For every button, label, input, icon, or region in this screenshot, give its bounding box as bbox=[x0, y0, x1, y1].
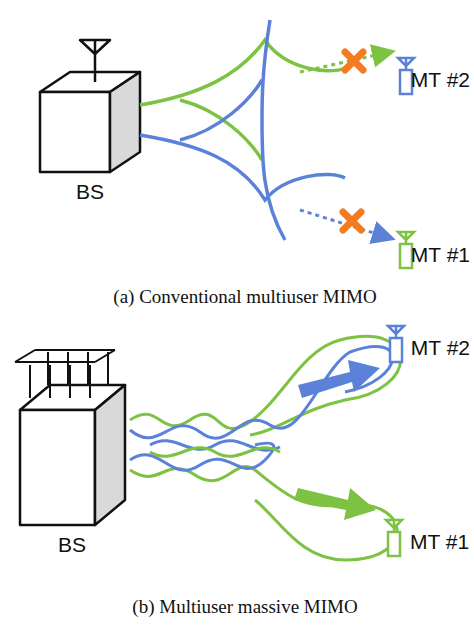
beam bbox=[150, 448, 280, 457]
beam bbox=[140, 40, 345, 105]
beam bbox=[130, 346, 393, 438]
station-label: BS bbox=[58, 533, 86, 557]
base-station bbox=[40, 40, 140, 172]
terminal bbox=[386, 326, 404, 556]
blocked-mark bbox=[343, 52, 363, 230]
terminal-label: MT #2 bbox=[411, 68, 470, 92]
beam bbox=[130, 336, 401, 435]
caption: (a) Conventional multiuser MIMO bbox=[113, 286, 376, 308]
beam bbox=[140, 135, 345, 200]
terminal-label: MT #1 bbox=[411, 243, 470, 267]
terminal-label: MT #1 bbox=[410, 530, 469, 554]
station-label: BS bbox=[76, 180, 104, 204]
beam-arrow bbox=[294, 488, 376, 520]
terminal-label: MT #2 bbox=[411, 336, 470, 360]
leak-arrow bbox=[300, 210, 390, 238]
caption: (b) Multiuser massive MIMO bbox=[132, 596, 357, 618]
leak-arrow bbox=[300, 52, 390, 72]
beam bbox=[180, 100, 262, 160]
beam-arrow bbox=[298, 360, 380, 398]
beam bbox=[180, 80, 262, 140]
beam bbox=[130, 467, 397, 560]
base-station bbox=[15, 350, 125, 525]
beam bbox=[262, 20, 285, 240]
